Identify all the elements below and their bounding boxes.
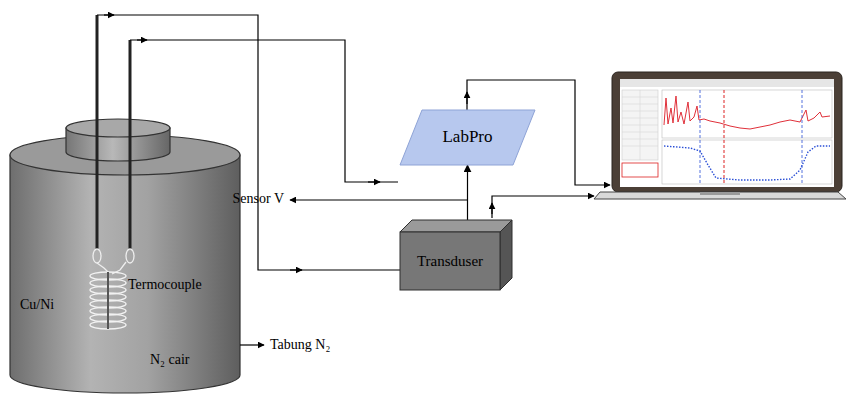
data-table	[622, 90, 658, 160]
probe-loop	[126, 249, 134, 263]
box-front-face	[400, 232, 500, 290]
data-cable	[492, 196, 594, 218]
dewar-body	[10, 155, 240, 393]
connector-arrow	[467, 165, 468, 220]
laptop-notch	[700, 192, 740, 195]
laptop-lid	[612, 72, 842, 192]
cursor-line	[802, 90, 803, 184]
wire	[97, 15, 400, 270]
part-label: N₂ cair	[150, 352, 189, 368]
part-label: Termocouple	[128, 277, 202, 293]
transducer-box: Transduser	[400, 232, 500, 290]
node-label: Transduser	[417, 253, 483, 270]
coil	[90, 272, 126, 329]
cursor-line	[724, 90, 725, 184]
plot-top	[662, 90, 832, 138]
resistance-trace	[664, 96, 830, 129]
wire-arrow	[466, 92, 467, 104]
part-label: Cu/Ni	[20, 297, 54, 313]
box-top-face	[400, 220, 512, 232]
part-label: Tabung N₂	[270, 337, 330, 353]
wire	[130, 40, 398, 182]
laptop	[594, 72, 846, 199]
readout	[622, 163, 658, 177]
cursor-line	[700, 90, 701, 184]
wire-arrow	[368, 181, 380, 182]
laptop-screen	[620, 79, 834, 187]
box-side-face	[500, 220, 512, 290]
wire-arrow	[104, 14, 114, 15]
wire-arrow	[290, 269, 302, 270]
probe-rod	[129, 40, 132, 250]
wire-arrow	[137, 39, 147, 40]
dewar-lid-top	[66, 119, 170, 137]
probe-loop	[93, 249, 101, 263]
temperature-trace	[664, 146, 830, 180]
lead-wire	[97, 263, 108, 272]
sensor-arrow	[290, 199, 467, 200]
node-fill	[400, 110, 535, 165]
table-lines	[622, 90, 658, 160]
coil-core	[107, 272, 109, 329]
plot-bottom	[662, 140, 832, 184]
node-label: LabPro	[442, 128, 492, 147]
toolbar	[620, 79, 834, 87]
tank-arrow	[240, 344, 264, 345]
wire-arrow	[491, 203, 492, 214]
signal-label: Sensor V	[233, 191, 284, 207]
probes	[93, 15, 134, 274]
interface-box: LabPro	[400, 110, 535, 165]
dewar	[10, 119, 240, 393]
probe-rod	[96, 15, 99, 250]
wires	[97, 15, 610, 345]
laptop-base	[594, 192, 846, 199]
